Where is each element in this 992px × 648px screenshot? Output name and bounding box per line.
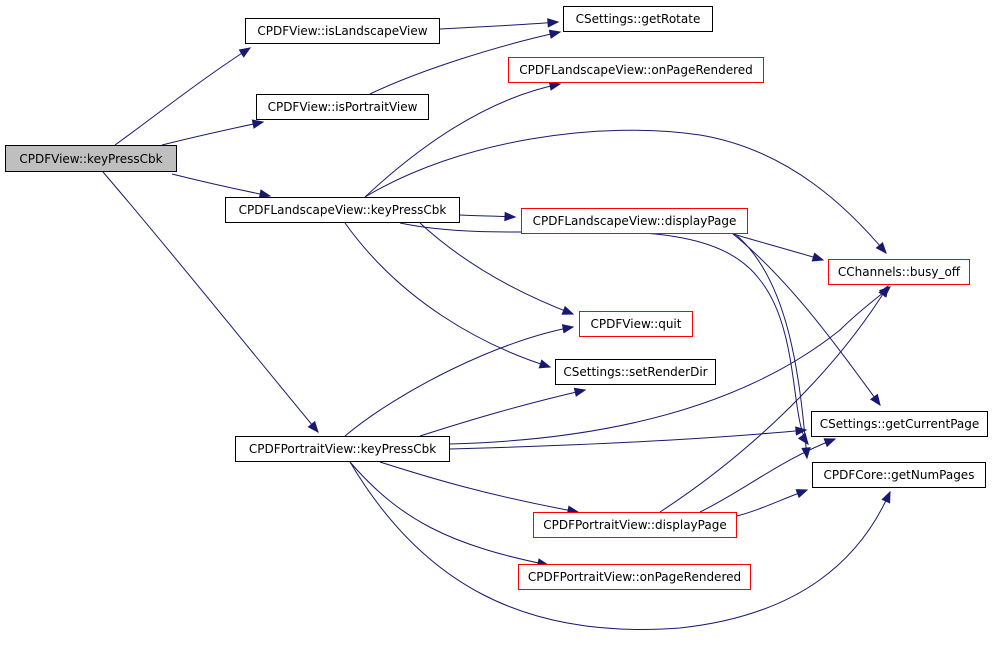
edge-line <box>364 83 561 198</box>
edge-line <box>161 121 264 146</box>
edge-ptKey-to-quit <box>344 324 575 437</box>
node-label: CPDFCore::getNumPages <box>823 468 975 482</box>
node-label: CPDFLandscapeView::onPageRendered <box>519 63 753 77</box>
edge-arrowhead <box>561 324 575 334</box>
edge-lsDisplay-to-busyOff <box>732 233 825 262</box>
edge-lsKey-to-lsOnPage <box>364 81 562 198</box>
node-label: CPDFPortraitView::onPageRendered <box>527 570 742 584</box>
edge-ptKey-to-getNum <box>349 461 891 630</box>
edge-line <box>659 285 889 513</box>
edge-arrowhead <box>504 211 517 222</box>
node-label: CPDFView::isPortraitView <box>267 100 418 114</box>
edge-arrowhead <box>548 29 562 39</box>
node-label: CPDFLandscapeView::displayPage <box>532 214 737 228</box>
edge-arrowhead <box>811 252 825 262</box>
edge-line <box>439 21 559 30</box>
edge-line <box>364 129 887 254</box>
edge-arrowhead <box>881 490 891 504</box>
edge-isPortrait-to-getRotate <box>369 29 562 95</box>
edge-line <box>449 429 807 450</box>
node-getRotate[interactable]: CSettings::getRotate <box>563 6 713 32</box>
edge-arrowhead <box>797 432 809 446</box>
edge-root-to-lsKey <box>171 173 272 199</box>
node-root: CPDFView::keyPressCbk <box>5 145 177 172</box>
edge-ptDisplay-to-getCur <box>699 438 837 513</box>
edge-arrowhead <box>548 81 562 91</box>
edge-arrowhead <box>547 18 560 28</box>
node-lsDisplay[interactable]: CPDFLandscapeView::displayPage <box>521 208 748 234</box>
edge-line <box>344 222 551 368</box>
edge-lsKey-to-setRender <box>344 222 552 369</box>
edge-arrowhead <box>251 119 265 129</box>
edge-arrowhead <box>795 426 808 436</box>
node-label: CSettings::setRenderDir <box>563 365 708 379</box>
edge-lsKey-to-lsDisplay <box>459 211 517 222</box>
edge-arrowhead <box>878 284 889 298</box>
edge-line <box>734 233 808 459</box>
node-getNum[interactable]: CPDFCore::getNumPages <box>812 462 986 488</box>
node-label: CPDFView::keyPressCbk <box>19 151 163 166</box>
edge-line <box>399 222 809 445</box>
edge-arrowhead <box>870 393 881 407</box>
edge-line <box>349 461 549 566</box>
edge-ptKey-to-ptDisplay <box>379 461 580 515</box>
edge-line <box>349 461 891 630</box>
node-ptOnPage[interactable]: CPDFPortraitView::onPageRendered <box>518 564 751 590</box>
node-lsOnPage[interactable]: CPDFLandscapeView::onPageRendered <box>508 57 764 83</box>
edge-root-to-isPortrait <box>161 119 265 146</box>
edge-line <box>344 326 574 437</box>
node-label: CPDFPortraitView::displayPage <box>543 518 727 532</box>
edge-line <box>419 222 574 315</box>
node-label: CPDFView::isLandscapeView <box>257 24 428 38</box>
edge-line <box>379 461 579 513</box>
node-setRender[interactable]: CSettings::setRenderDir <box>555 359 716 385</box>
edge-arrowhead <box>561 305 575 315</box>
node-label: CSettings::getRotate <box>575 12 701 26</box>
edge-arrowhead <box>573 387 587 397</box>
edge-root-to-ptKey <box>102 171 319 434</box>
node-busyOff[interactable]: CChannels::busy_off <box>828 259 970 285</box>
edge-lsDisplay-to-getCur <box>732 233 881 407</box>
edge-ptDisplay-to-busyOff <box>659 284 889 513</box>
node-lsKey[interactable]: CPDFLandscapeView::keyPressCbk <box>225 197 460 223</box>
edge-arrowhead <box>795 489 809 499</box>
edge-arrowhead <box>823 438 837 448</box>
edge-lsKey-to-busyOff <box>364 129 887 255</box>
node-quit[interactable]: CPDFView::quit <box>579 311 693 337</box>
edge-line <box>732 233 824 261</box>
edge-line <box>736 489 808 517</box>
edge-ptKey-to-ptOnPage <box>349 461 550 568</box>
edge-line <box>102 171 319 433</box>
node-label: CSettings::getCurrentPage <box>819 417 980 431</box>
edge-arrowhead <box>238 47 252 58</box>
node-label: CPDFLandscapeView::keyPressCbk <box>238 203 447 217</box>
edge-ptKey-to-getCur <box>449 426 808 450</box>
edge-ptDisplay-to-getNum <box>736 489 809 517</box>
edge-line <box>449 286 891 445</box>
node-label: CPDFPortraitView::keyPressCbk <box>248 442 437 456</box>
edge-arrowhead <box>875 241 887 255</box>
edge-line <box>369 31 561 95</box>
node-getCur[interactable]: CSettings::getCurrentPage <box>811 411 988 437</box>
edge-lsKey-to-quit <box>419 222 575 315</box>
node-ptKey[interactable]: CPDFPortraitView::keyPressCbk <box>235 436 450 462</box>
node-label: CChannels::busy_off <box>837 265 961 279</box>
edge-arrowhead <box>538 359 552 369</box>
edge-arrowhead <box>307 420 319 434</box>
edge-line <box>419 389 586 437</box>
edge-line <box>171 173 271 197</box>
edge-line <box>699 438 836 513</box>
node-ptDisplay[interactable]: CPDFPortraitView::displayPage <box>533 512 737 538</box>
edge-root-to-isLandscape <box>114 47 252 146</box>
node-isLandscape[interactable]: CPDFView::isLandscapeView <box>245 18 440 44</box>
edge-isLandscape-to-getRotate <box>439 18 560 30</box>
node-label: CPDFView::quit <box>590 317 682 331</box>
edge-line <box>114 47 251 146</box>
edge-ptKey-to-setRender <box>419 387 587 437</box>
node-isPortrait[interactable]: CPDFView::isPortraitView <box>256 94 429 120</box>
edge-line <box>732 233 881 406</box>
